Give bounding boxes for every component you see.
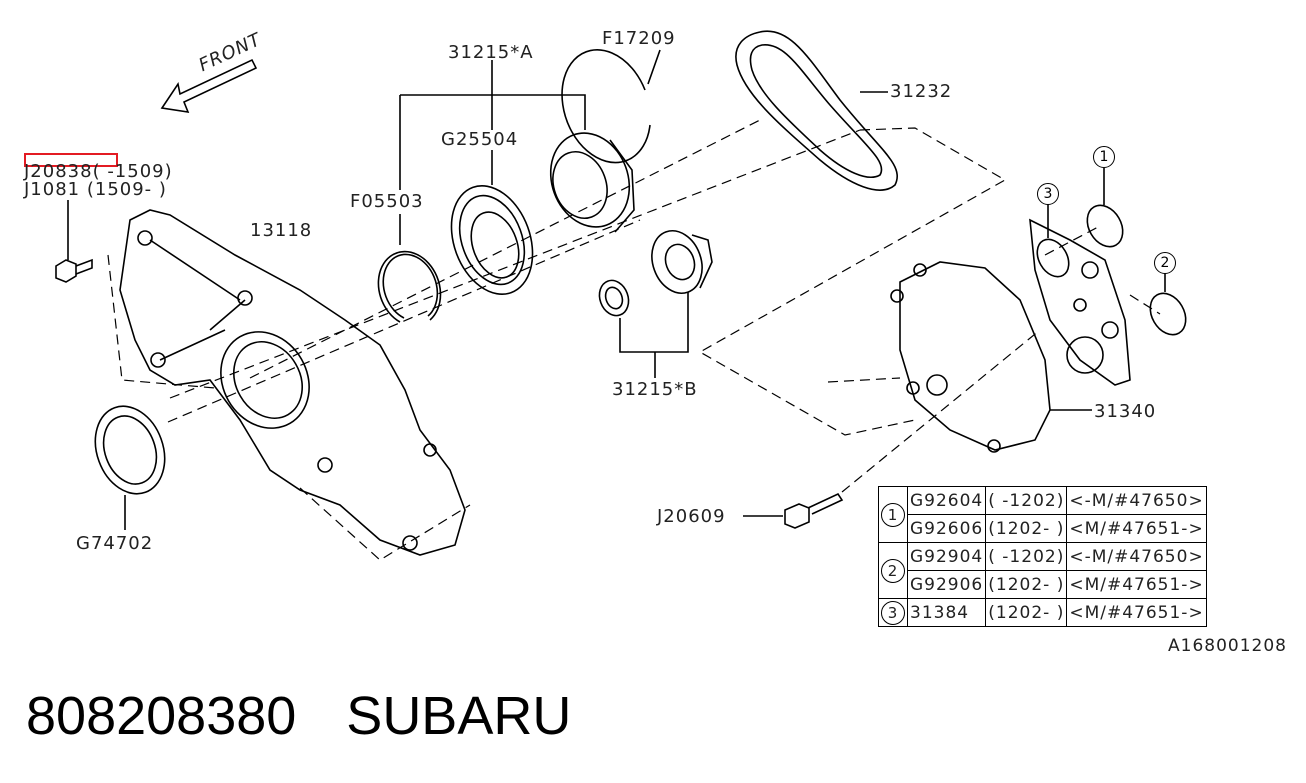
oil-pump-31340: [890, 218, 1131, 453]
table-cell-range: (1202- ): [985, 598, 1068, 627]
bearing-g25504: [450, 150, 534, 296]
table-num-cell: 1: [878, 486, 908, 543]
circled-number: 3: [881, 600, 905, 625]
label-31232[interactable]: 31232: [890, 81, 953, 102]
label-j20838[interactable]: J20838( -1509): [24, 161, 173, 182]
parts-table: 1 G92604 ( -1202) <-M/#47650> G92606 (12…: [878, 486, 1207, 627]
table-row: 2 G92904 ( -1202) <-M/#47650>: [878, 542, 1207, 599]
footer-brand: SUBARU: [346, 686, 572, 746]
table-cell-range: ( -1202): [985, 542, 1068, 571]
table-cell-model: <M/#47651->: [1066, 514, 1207, 543]
o-rings: [1036, 168, 1187, 336]
snap-ring-f17209: [561, 49, 661, 164]
bolt-j20609: [743, 492, 844, 529]
table-cell-model: <-M/#47650>: [1066, 486, 1207, 515]
table-row: 1 G92604 ( -1202) <-M/#47650>: [878, 486, 1207, 543]
table-cell-part[interactable]: G92606: [906, 514, 987, 543]
table-num-cell: 3: [878, 598, 908, 627]
label-j20609[interactable]: J20609: [657, 506, 726, 527]
chain-cover-13118: [119, 209, 466, 556]
table-row: G92906 (1202- ) <M/#47651->: [879, 570, 1207, 599]
circled-number: 2: [881, 558, 905, 583]
circled-number: 1: [881, 502, 905, 527]
front-arrow-icon: [160, 58, 258, 114]
table-cell-model: <M/#47651->: [1066, 570, 1207, 599]
label-g25504[interactable]: G25504: [441, 129, 519, 150]
table-num-cell: 2: [878, 542, 908, 599]
label-g74702[interactable]: G74702: [76, 533, 154, 554]
label-f05503[interactable]: F05503: [350, 191, 424, 212]
label-31215b[interactable]: 31215*B: [612, 379, 698, 400]
table-row: G92606 (1202- ) <M/#47651->: [879, 514, 1207, 543]
label-j1081[interactable]: J1081 (1509- ): [24, 179, 167, 200]
sprocket-31215b: [598, 230, 713, 378]
seal-g74702: [94, 405, 166, 530]
table-cell-range: (1202- ): [985, 514, 1068, 543]
label-f17209[interactable]: F17209: [602, 28, 676, 49]
table-cell-range: ( -1202): [985, 486, 1068, 515]
table-cell-model: <-M/#47650>: [1066, 542, 1207, 571]
table-cell-part[interactable]: G92906: [906, 570, 987, 599]
reference-code: A168001208: [1168, 636, 1287, 656]
highlight-box: [24, 153, 118, 167]
table-cell-model: <M/#47651->: [1066, 598, 1207, 627]
table-cell-part[interactable]: G92604: [906, 486, 987, 515]
callout-3: 3: [1037, 183, 1059, 205]
footer: 808208380 SUBARU: [26, 684, 621, 748]
table-cell-range: (1202- ): [985, 570, 1068, 599]
table-cell-part[interactable]: 31384: [906, 598, 987, 627]
snap-ring-f05503: [377, 214, 442, 323]
footer-part-number: 808208380: [26, 686, 297, 746]
table-cell-part[interactable]: G92904: [906, 542, 987, 571]
label-31340[interactable]: 31340: [1094, 401, 1157, 422]
bolt-j20838: [55, 200, 93, 283]
label-31215a[interactable]: 31215*A: [448, 42, 534, 63]
callout-2: 2: [1154, 252, 1176, 274]
label-13118[interactable]: 13118: [250, 220, 313, 241]
table-row: 3 31384 (1202- ) <M/#47651->: [878, 598, 1207, 627]
callout-1: 1: [1093, 146, 1115, 168]
chain-31232: [735, 30, 898, 191]
